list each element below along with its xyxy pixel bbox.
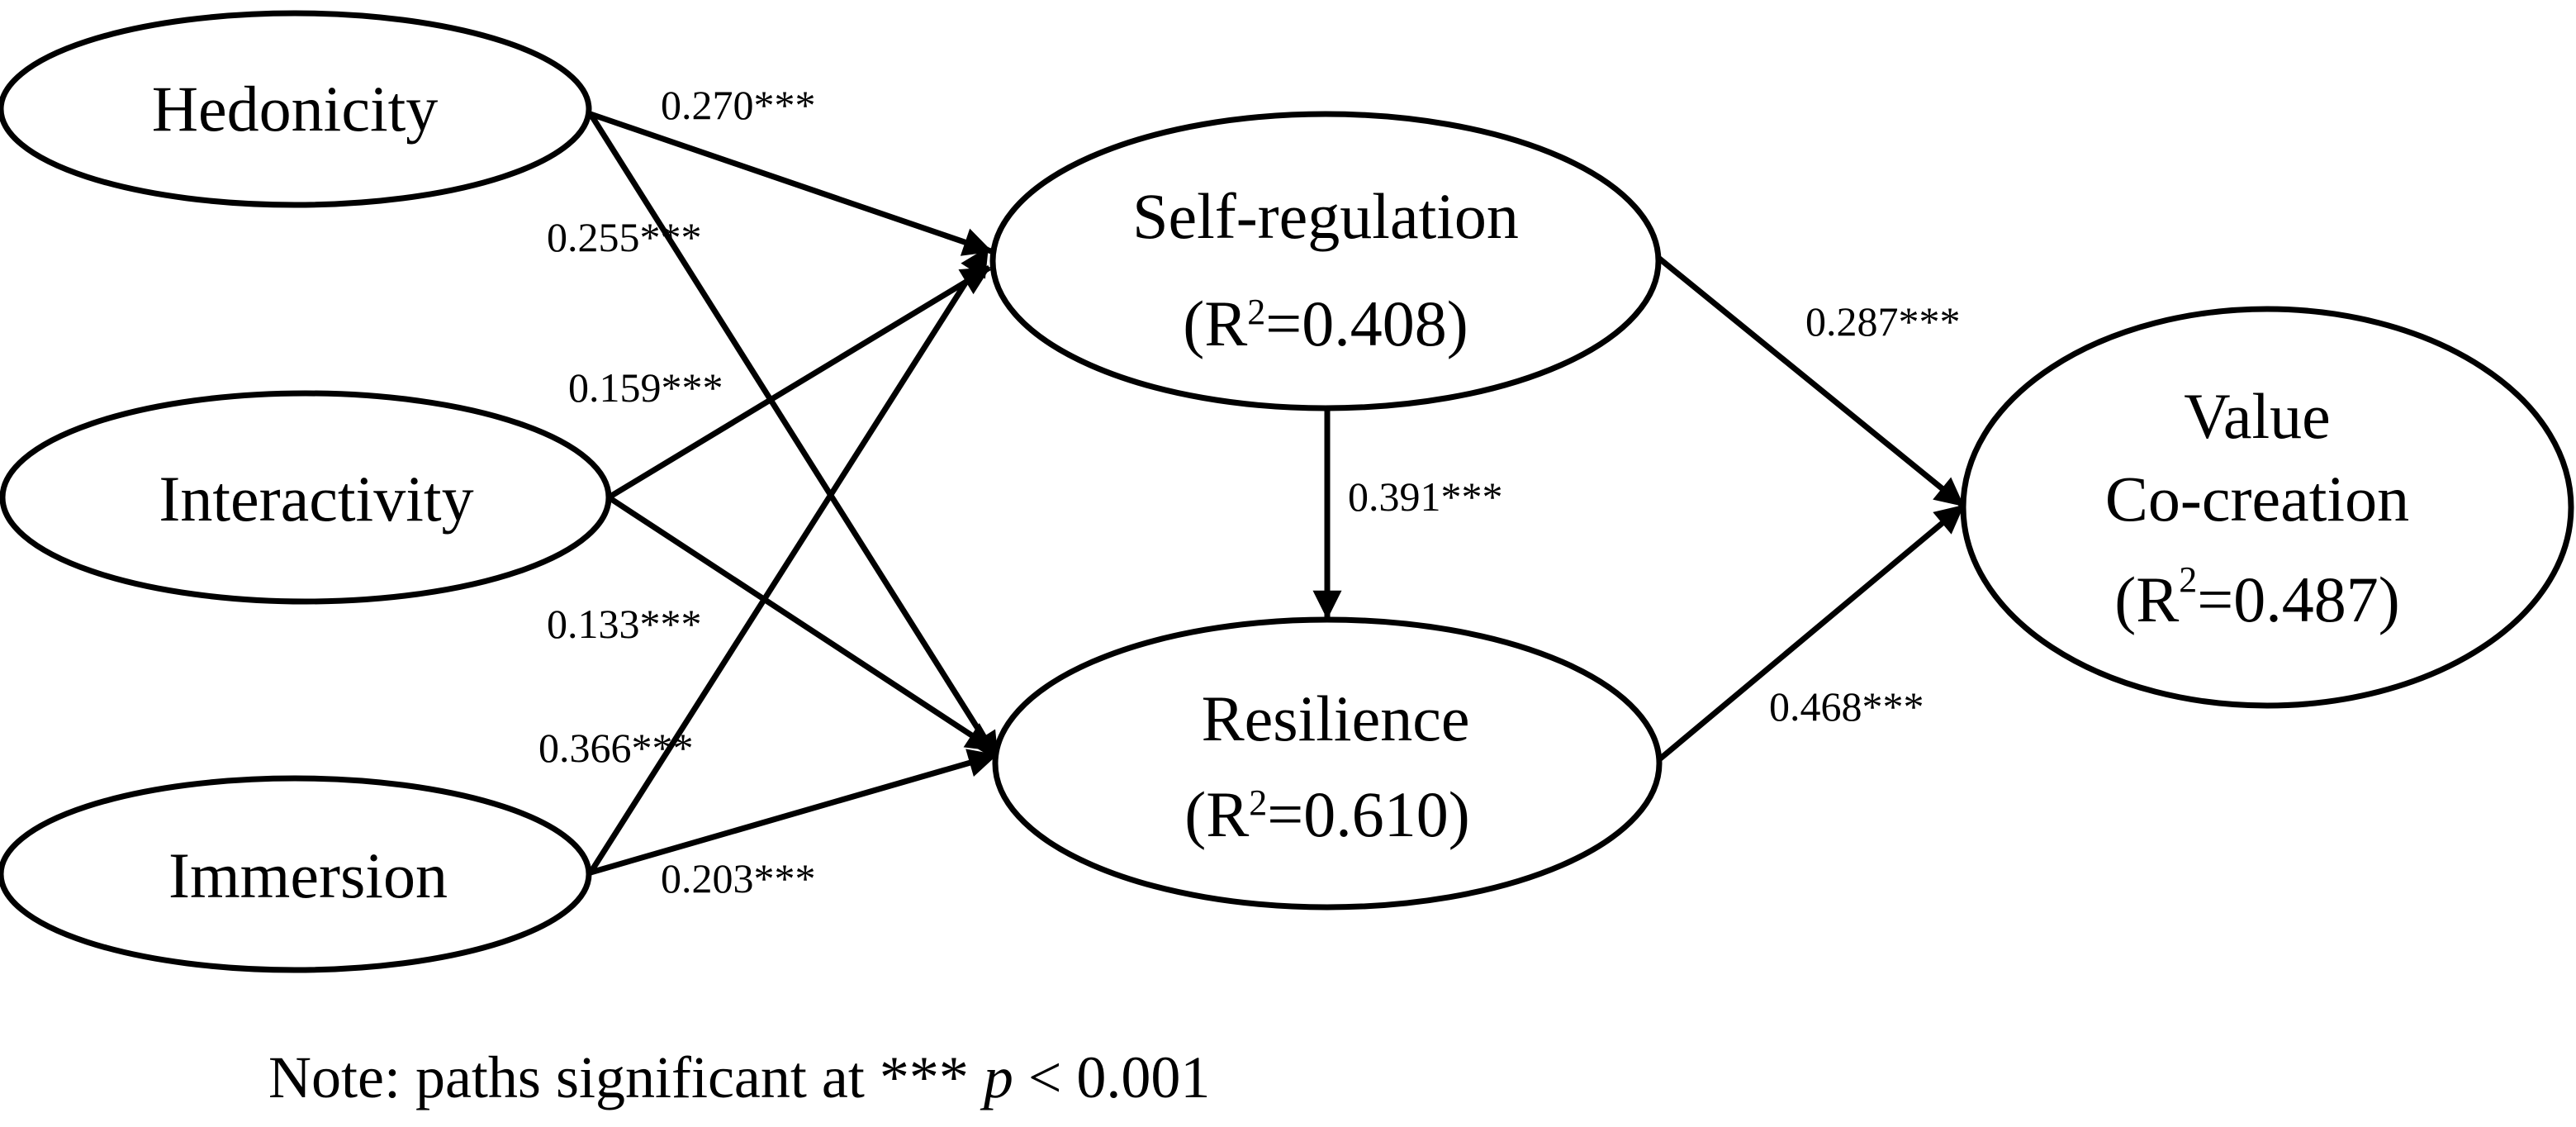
node-resilience: Resilience (R2=0.610) (992, 616, 1663, 911)
node-resilience-label: Resilience (1202, 682, 1470, 754)
node-self-regulation-label: Self-regulation (1132, 180, 1519, 252)
node-value-co-creation-shape (1960, 306, 2574, 709)
node-self-regulation: Self-regulation (R2=0.408) (989, 111, 1662, 411)
node-immersion: Immersion (0, 775, 592, 973)
node-value-co-creation-label-line2: Co-creation (2105, 463, 2409, 535)
node-resilience-shape (992, 616, 1663, 911)
node-immersion-label: Immersion (168, 839, 448, 911)
node-self-regulation-r2: (R2=0.408) (1183, 288, 1468, 359)
node-value-co-creation-r2: (R2=0.487) (2114, 559, 2399, 635)
node-self-regulation-shape (989, 111, 1662, 411)
coef-resilience-to-value: 0.468*** (1769, 683, 1924, 730)
node-hedonicity-label: Hedonicity (152, 73, 439, 145)
significance-note: Note: paths significant at *** p < 0.001 (268, 1044, 1210, 1110)
coef-hedonicity-to-self-regulation: 0.270*** (661, 82, 816, 128)
node-hedonicity: Hedonicity (0, 10, 592, 208)
node-interactivity-label: Interactivity (159, 463, 473, 535)
arrow-self-regulation-to-value (1656, 255, 1966, 508)
coef-interactivity-to-self-regulation: 0.159*** (568, 364, 723, 411)
coef-self-regulation-to-value: 0.287*** (1805, 298, 1961, 345)
arrow-interactivity-to-resilience (607, 495, 996, 753)
coef-interactivity-to-resilience: 0.133*** (547, 601, 702, 647)
coef-immersion-to-resilience: 0.203*** (661, 855, 816, 901)
path-arrows (588, 111, 1966, 876)
arrow-hedonicity-to-self-regulation (589, 111, 993, 256)
node-resilience-r2: (R2=0.610) (1184, 778, 1469, 850)
node-immersion-shape (0, 775, 592, 973)
node-value-co-creation: Value Co-creation (R2=0.487) (1960, 306, 2574, 709)
coef-immersion-to-self-regulation: 0.366*** (538, 725, 694, 771)
arrow-immersion-to-self-regulation (588, 246, 990, 874)
node-value-co-creation-label-line1: Value (2184, 380, 2331, 452)
path-coefficients: 0.270*** 0.255*** 0.159*** 0.133*** 0.36… (538, 82, 1961, 901)
node-interactivity-shape (0, 390, 612, 605)
arrow-interactivity-to-self-regulation (607, 265, 991, 500)
arrow-resilience-to-value (1656, 503, 1966, 763)
arrow-hedonicity-to-resilience (588, 112, 1000, 762)
coef-self-regulation-to-resilience: 0.391*** (1348, 473, 1503, 520)
node-interactivity: Interactivity (0, 390, 612, 605)
coef-hedonicity-to-resilience: 0.255*** (547, 214, 702, 260)
node-hedonicity-shape (0, 10, 592, 208)
arrow-immersion-to-resilience (590, 749, 998, 876)
